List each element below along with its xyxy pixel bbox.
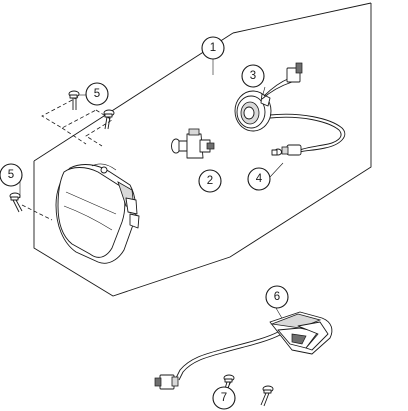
callout-6: 6 bbox=[265, 285, 289, 309]
callout-6-label: 6 bbox=[274, 291, 280, 303]
headlight-housing bbox=[55, 163, 140, 264]
callout-5-lower-label: 5 bbox=[8, 169, 14, 181]
callout-5-lower: 5 bbox=[0, 163, 23, 187]
callout-3: 3 bbox=[241, 64, 265, 88]
assembly-frame bbox=[33, 2, 372, 297]
callout-5-upper-label: 5 bbox=[94, 88, 100, 100]
tail-light-screw-right bbox=[260, 385, 274, 407]
callout-4: 4 bbox=[247, 167, 271, 191]
callout-2: 2 bbox=[198, 169, 222, 193]
parking-bulb-socket bbox=[271, 144, 302, 156]
screw-upper-left bbox=[68, 90, 80, 110]
callout-1-label: 1 bbox=[210, 42, 216, 54]
callout-5-upper: 5 bbox=[85, 82, 109, 106]
callout-4-label: 4 bbox=[256, 173, 263, 185]
screw-lower-left bbox=[9, 192, 23, 213]
tail-light-unit bbox=[154, 311, 333, 390]
screw-upper-right bbox=[103, 109, 115, 130]
headlight-bulb bbox=[171, 128, 215, 159]
callout-3-label: 3 bbox=[250, 70, 256, 82]
callout-7-label: 7 bbox=[221, 392, 227, 404]
callout-2-label: 2 bbox=[207, 175, 213, 187]
callout-7: 7 bbox=[212, 386, 236, 410]
callout-1: 1 bbox=[201, 36, 225, 60]
bulb-socket-harness bbox=[234, 62, 346, 153]
mounting-guides bbox=[21, 96, 113, 221]
